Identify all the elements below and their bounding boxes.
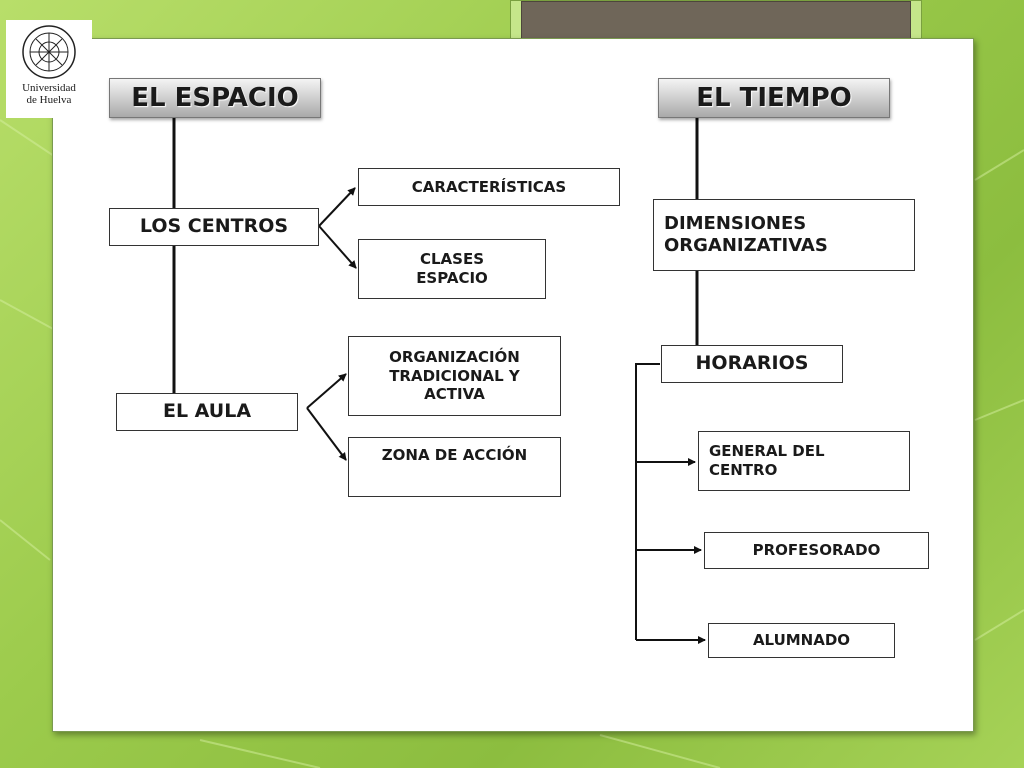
node-dimensiones-organizativas: DIMENSIONES ORGANIZATIVAS bbox=[653, 199, 915, 271]
university-logo: Universidad de Huelva bbox=[6, 20, 92, 118]
logo-line-2: de Huelva bbox=[26, 94, 72, 106]
header-tiempo: EL TIEMPO bbox=[658, 78, 890, 118]
node-zona-de-accion: ZONA DE ACCIÓN bbox=[348, 437, 561, 497]
node-el-aula: EL AULA bbox=[116, 393, 298, 431]
university-name: Universidad de Huelva bbox=[6, 82, 92, 106]
node-organizacion: ORGANIZACIÓN TRADICIONAL Y ACTIVA bbox=[348, 336, 561, 416]
header-espacio: EL ESPACIO bbox=[109, 78, 321, 118]
node-los-centros: LOS CENTROS bbox=[109, 208, 319, 246]
node-caracteristicas: CARACTERÍSTICAS bbox=[358, 168, 620, 206]
node-profesorado: PROFESORADO bbox=[704, 532, 929, 569]
logo-line-1: Universidad bbox=[22, 82, 76, 94]
node-horarios: HORARIOS bbox=[661, 345, 843, 383]
university-seal-icon bbox=[22, 25, 76, 79]
node-alumnado: ALUMNADO bbox=[708, 623, 895, 658]
node-general-del-centro: GENERAL DEL CENTRO bbox=[698, 431, 910, 491]
node-clases-espacio: CLASES ESPACIO bbox=[358, 239, 546, 299]
